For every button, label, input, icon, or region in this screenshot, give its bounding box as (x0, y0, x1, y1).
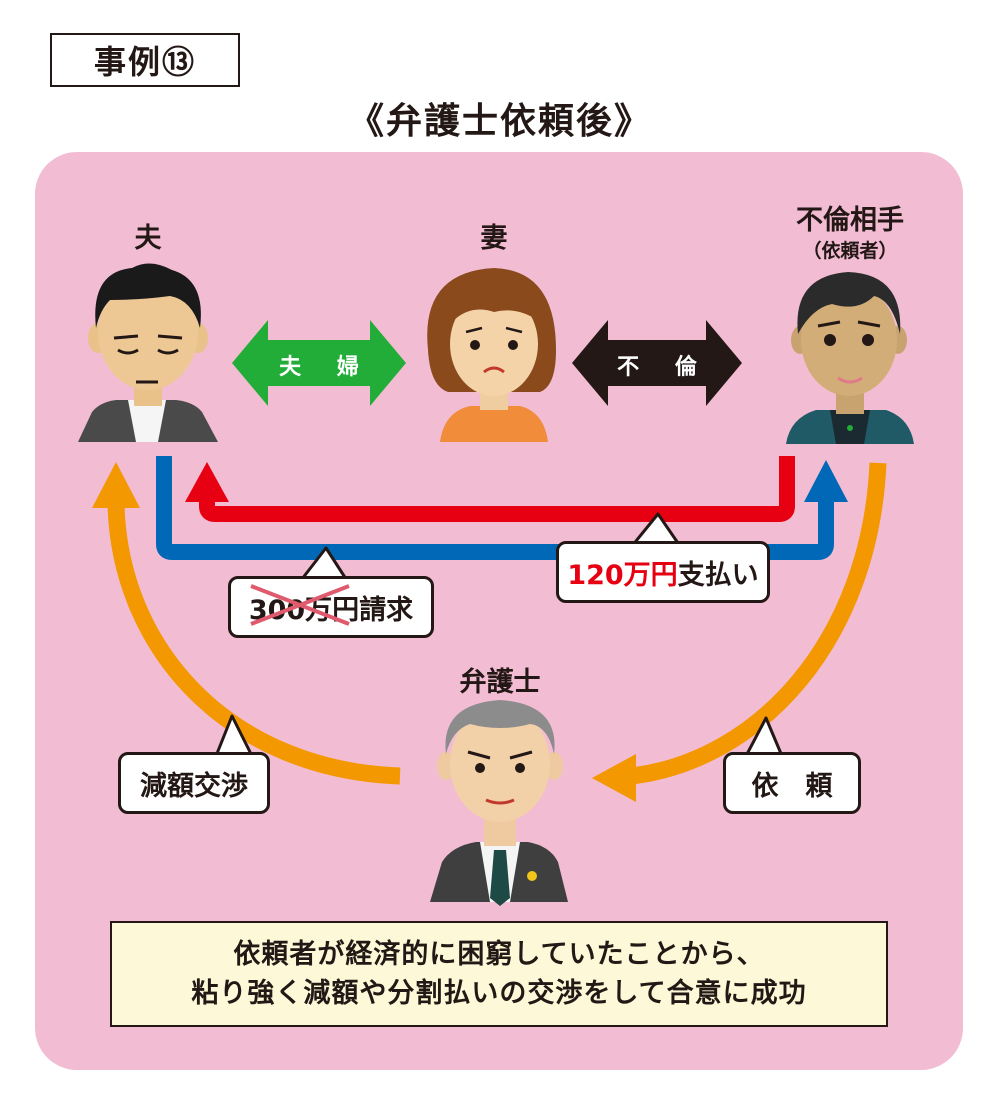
payment-callout: 120万円支払い (556, 541, 770, 603)
payment-amount: 120万円 (567, 559, 678, 591)
lawyer-icon (430, 700, 568, 906)
lover-icon (786, 272, 914, 444)
claim-callout: 300万円 請求 (228, 576, 434, 638)
affair-arrow (572, 320, 742, 406)
conclusion-line-1: 依頼者が経済的に困窮していたことから、 (233, 938, 765, 970)
negotiation-callout: 減額交渉 (118, 752, 270, 814)
lover-client-label: （依頼者） (802, 240, 898, 262)
affair-label: 不 倫 (617, 355, 711, 380)
strike-cross-icon (250, 583, 350, 626)
lawyer-label: 弁護士 (459, 667, 541, 698)
request-callout: 依 頼 (723, 752, 861, 814)
wife-icon (427, 268, 556, 442)
page-title: 《弁護士依頼後》 (347, 101, 652, 142)
claim-amount-struck: 300万円 (249, 583, 359, 627)
wife-label: 妻 (480, 223, 508, 254)
lover-label: 不倫相手 (796, 205, 904, 236)
married-arrow (232, 320, 406, 406)
conclusion-line-2: 粘り強く減額や分割払いの交渉をして合意に成功 (191, 978, 807, 1009)
husband-label: 夫 (134, 223, 162, 254)
claim-arrow (156, 456, 848, 560)
negotiation-arrow (92, 462, 401, 785)
request-arrow (592, 462, 887, 802)
payment-suffix: 支払い (677, 559, 759, 591)
husband-icon (78, 263, 218, 442)
married-label: 夫 婦 (279, 355, 373, 380)
conclusion-box: 依頼者が経済的に困窮していたことから、 粘り強く減額や分割払いの交渉をして合意に… (110, 921, 888, 1027)
payment-arrow (185, 456, 795, 522)
case-label: 事例⑬ (50, 33, 240, 87)
claim-suffix: 請求 (359, 594, 414, 626)
